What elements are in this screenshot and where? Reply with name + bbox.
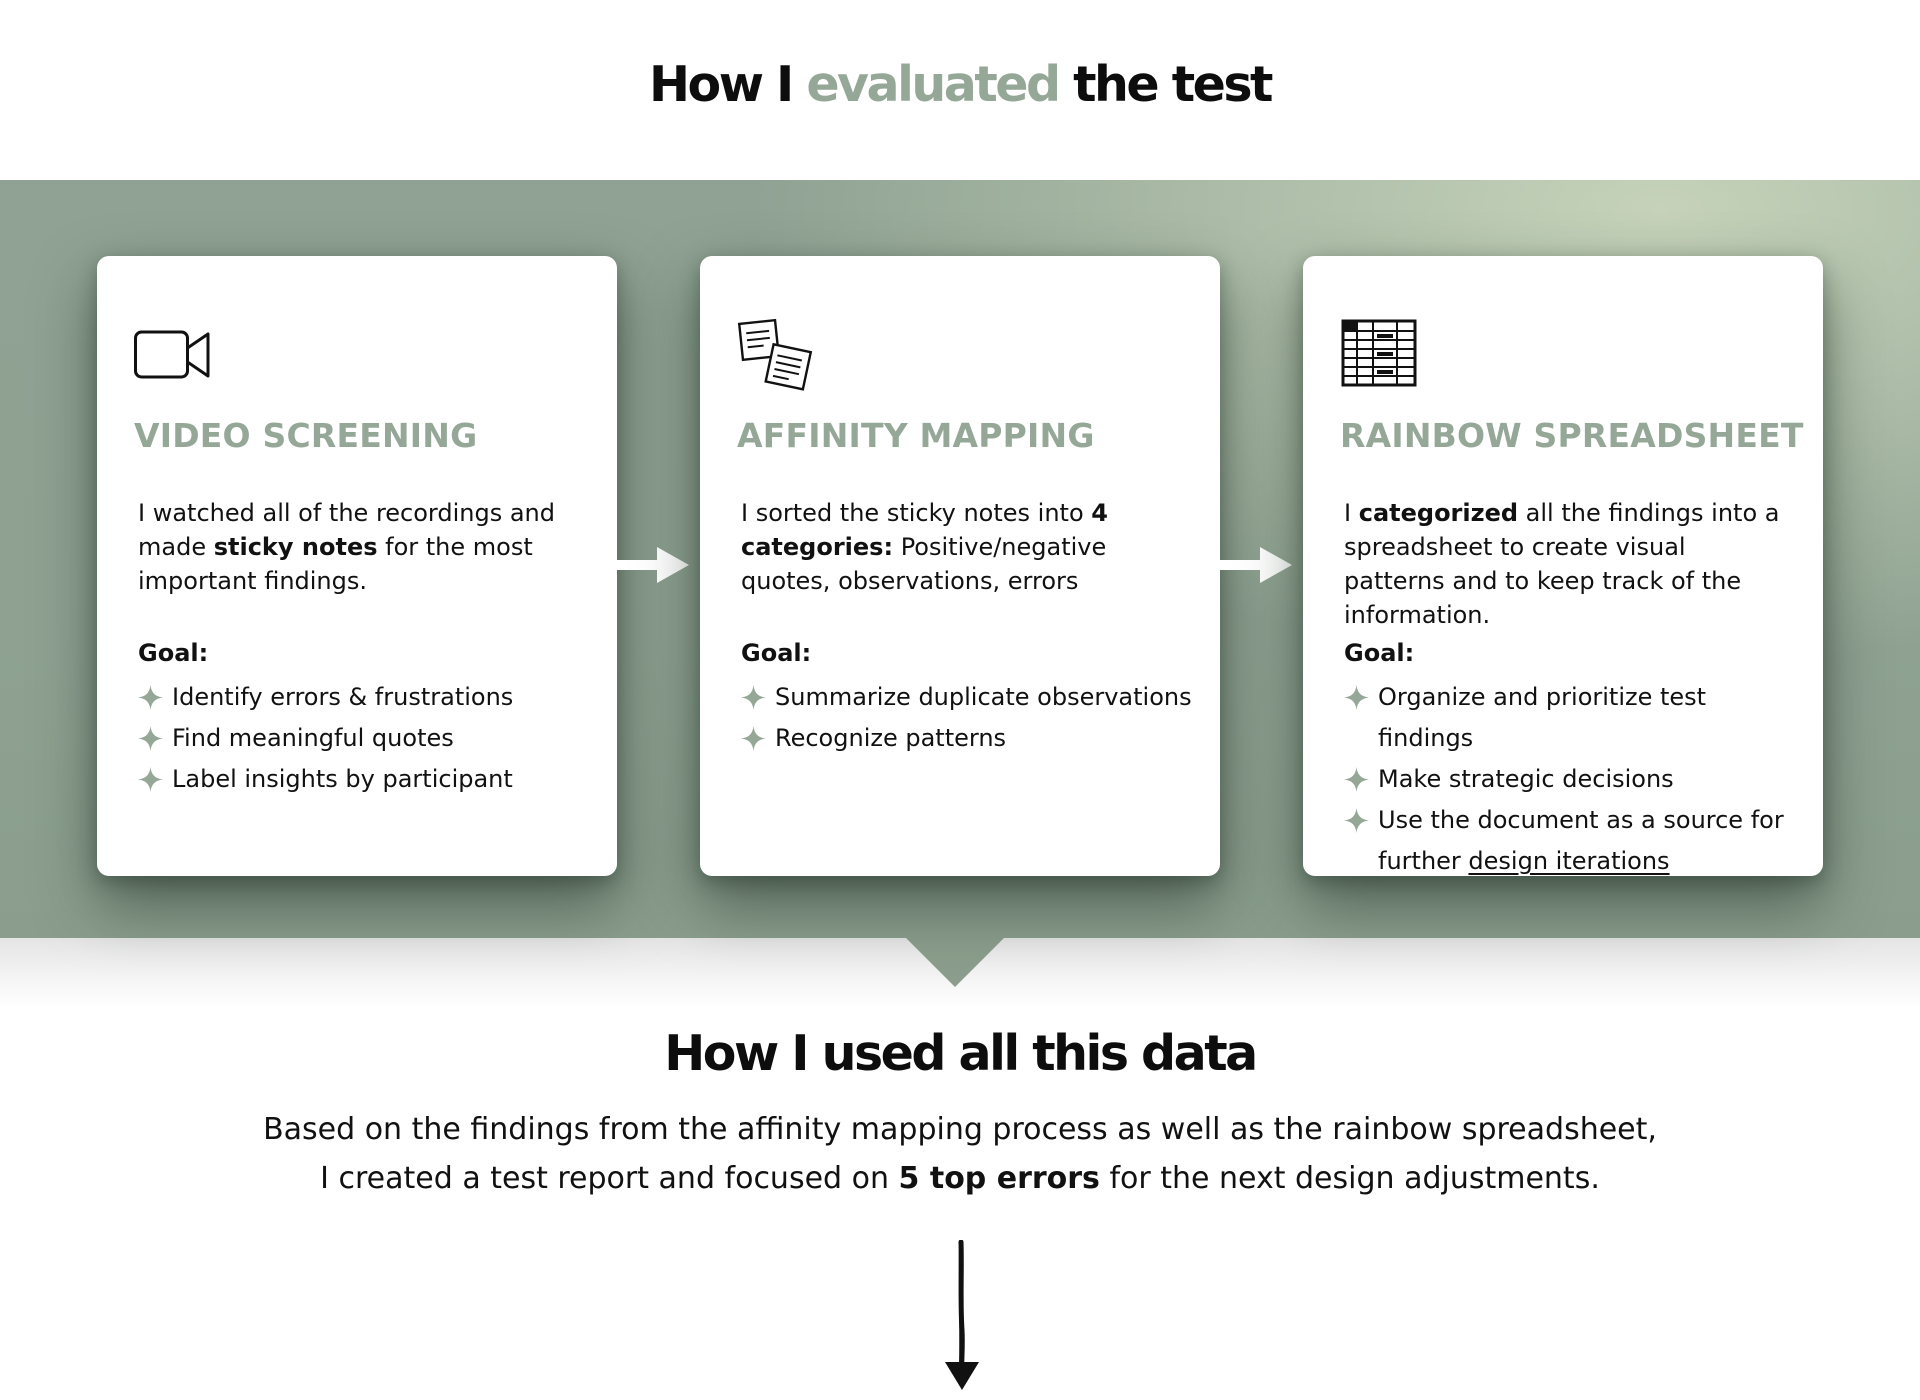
goal-label: Goal: (741, 639, 812, 667)
goal-text: Use the document as a source for further (1378, 806, 1784, 875)
sparkle-bullet-icon (138, 726, 163, 751)
desc-emphasis: 4 categories: (741, 499, 1108, 561)
goal-text: Label insights by participant (172, 765, 513, 793)
goal-label: Goal: (138, 639, 209, 667)
goal-item: Make strategic decisions (1344, 759, 1803, 800)
method-card-rainbow-spreadsheet: RAINBOW SPREADSHEET I categorized all th… (1303, 256, 1823, 876)
hand-drawn-down-arrow-icon (945, 1240, 979, 1390)
sparkle-bullet-icon (741, 726, 766, 751)
method-card-video-screening: VIDEO SCREENING I watched all of the rec… (97, 256, 617, 876)
design-iterations-link[interactable]: design iterations (1468, 847, 1670, 875)
card-description: I categorized all the findings into a sp… (1344, 496, 1793, 632)
goal-item: Organize and prioritize test findings (1344, 677, 1803, 759)
goal-list: Organize and prioritize test findings Ma… (1344, 677, 1803, 882)
sparkle-bullet-icon (1344, 685, 1369, 710)
sparkle-bullet-icon (138, 767, 163, 792)
summary-text: Based on the findings from the affinity … (263, 1112, 1657, 1196)
card-title: VIDEO SCREENING (134, 416, 478, 455)
sparkle-bullet-icon (741, 685, 766, 710)
summary-text: for the next design adjustments. (1099, 1161, 1600, 1196)
goal-text: Organize and prioritize test findings (1378, 683, 1707, 752)
desc-emphasis: categorized (1358, 499, 1519, 527)
band-pointer-triangle (905, 937, 1005, 987)
goal-list: Identify errors & frustrations Find mean… (138, 677, 597, 800)
desc-text: Positive/negative quotes, observations, … (741, 533, 1107, 595)
card-description: I sorted the sticky notes into 4 categor… (741, 496, 1190, 598)
goal-list: Summarize duplicate observations Recogni… (741, 677, 1200, 759)
card-description: I watched all of the recordings and made… (138, 496, 587, 598)
summary-emphasis: 5 top errors (898, 1161, 1100, 1196)
sparkle-bullet-icon (1344, 808, 1369, 833)
right-arrow-icon (617, 547, 689, 583)
card-title: RAINBOW SPREADSHEET (1340, 416, 1804, 455)
goal-item: Summarize duplicate observations (741, 677, 1200, 718)
goal-text: Identify errors & frustrations (172, 683, 514, 711)
goal-text: Find meaningful quotes (172, 724, 454, 752)
goal-text: Recognize patterns (775, 724, 1007, 752)
desc-text: I sorted the sticky notes into (741, 499, 1092, 527)
section-title-data-usage: How I used all this data (664, 1025, 1258, 1082)
title-part-2: the test (1058, 56, 1273, 113)
desc-text: I watched all of the recordings and made (138, 499, 555, 561)
goal-item: Find meaningful quotes (138, 718, 597, 759)
desc-emphasis: sticky notes (213, 533, 378, 561)
section-title-evaluation: How I evaluated the test (0, 56, 1920, 113)
goal-text: Make strategic decisions (1378, 765, 1674, 793)
goal-item: Recognize patterns (741, 718, 1200, 759)
method-card-affinity-mapping: AFFINITY MAPPING I sorted the sticky not… (700, 256, 1220, 876)
goal-text: Summarize duplicate observations (775, 683, 1192, 711)
right-arrow-icon (1220, 547, 1292, 583)
sticky-notes-icon (737, 318, 813, 391)
desc-text: I (1344, 499, 1359, 527)
desc-text: for the most important findings. (138, 533, 533, 595)
video-camera-icon (134, 330, 210, 379)
sparkle-bullet-icon (1344, 767, 1369, 792)
goal-label: Goal: (1344, 639, 1415, 667)
title-part-1: How I (649, 56, 807, 113)
goal-item: Use the document as a source for further… (1344, 800, 1803, 882)
goal-item: Identify errors & frustrations (138, 677, 597, 718)
desc-text: all the findings into a spreadsheet to c… (1344, 499, 1780, 629)
summary-paragraph: Based on the findings from the affinity … (260, 1105, 1660, 1203)
sparkle-bullet-icon (138, 685, 163, 710)
title-accent-word: evaluated (806, 56, 1061, 113)
card-title: AFFINITY MAPPING (737, 416, 1095, 455)
goal-item: Label insights by participant (138, 759, 597, 800)
spreadsheet-icon (1341, 319, 1417, 387)
